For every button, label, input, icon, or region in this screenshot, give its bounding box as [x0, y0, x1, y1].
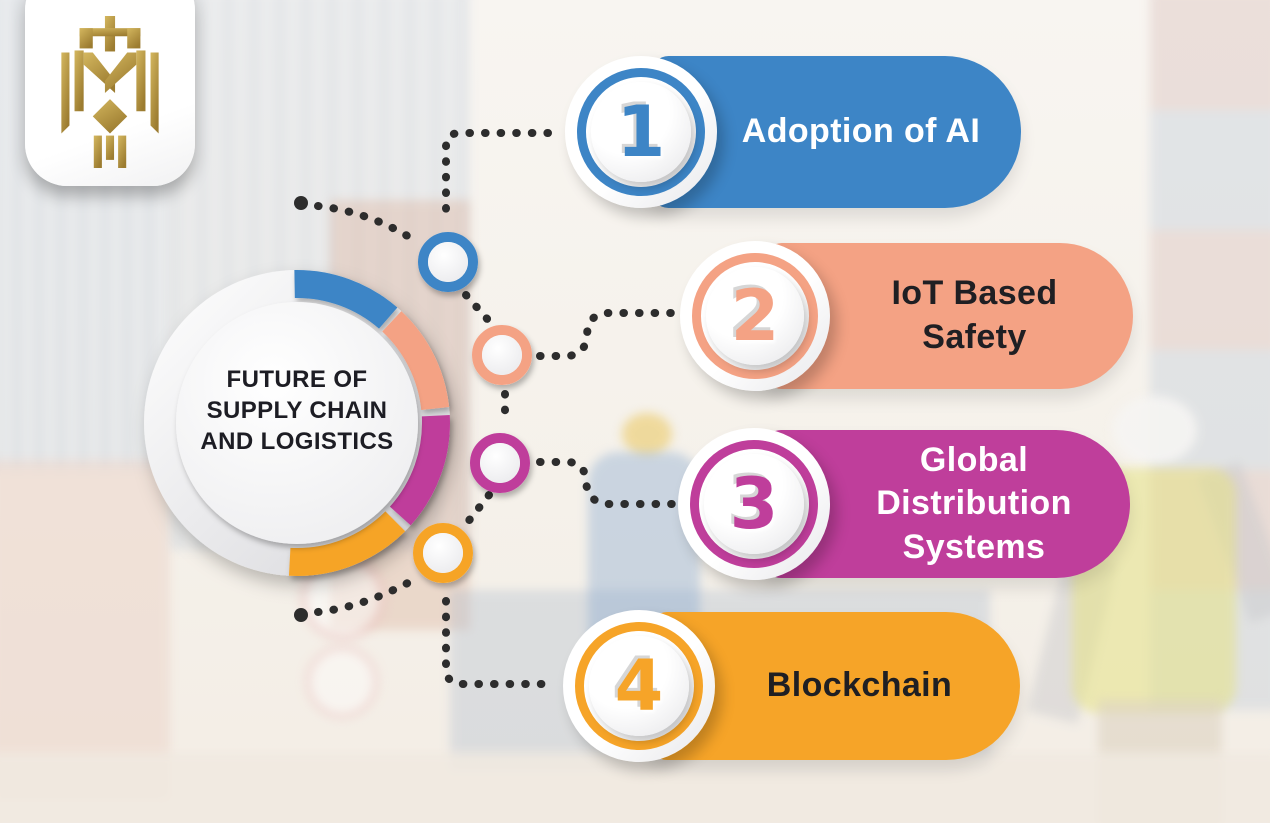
hub-arc-2 [381, 311, 450, 411]
connector-item3 [536, 458, 676, 508]
dotted-connectors [314, 129, 676, 688]
hub-title: FUTURE OF SUPPLY CHAIN AND LOGISTICS [177, 364, 417, 457]
item-number: 3 [729, 463, 779, 545]
node-ring-1 [418, 232, 478, 292]
gold-lion-crest-logo-icon [61, 16, 159, 168]
badge-ring-1 [577, 68, 705, 196]
connector-item2 [536, 309, 676, 360]
connector-node3-node4 [463, 491, 493, 527]
badge-inner-4: 4 [589, 636, 689, 736]
connector-hub-to-node4 [314, 574, 421, 616]
node-ring-2 [472, 325, 532, 385]
connector-item4 [442, 597, 554, 688]
badge-inner-3: 3 [704, 454, 804, 554]
item-number: 1 [616, 91, 666, 173]
item-label: Adoption of AI [741, 112, 981, 151]
anchor-dot-bottom [294, 608, 308, 622]
node-rings [413, 232, 532, 583]
number-badge-1: 1 [565, 56, 717, 208]
bg-ground [0, 752, 1270, 823]
hub-title-line3: AND LOGISTICS [200, 428, 394, 455]
bg-worker2-hardhat [1113, 396, 1197, 464]
connector-hub-to-node1 [314, 202, 418, 244]
hub-circle [144, 270, 450, 576]
hub-arc-4 [288, 511, 406, 576]
item-row-2: 2 IoT Based Safety [680, 241, 1133, 391]
brand-logo-card [25, 0, 195, 186]
item-row-3: 3 Global Distribution Systems [678, 428, 1130, 580]
anchor-dot-top [294, 196, 308, 210]
hub-title-line1: FUTURE OF [226, 366, 368, 393]
bg-road-sign [305, 645, 379, 719]
hub-donut-arcs [288, 270, 450, 576]
item-row-4: 4 Blockchain [563, 610, 1020, 762]
connector-item1 [442, 129, 552, 222]
badge-inner-2: 2 [706, 267, 804, 365]
item-label: IoT Based Safety [891, 274, 1058, 356]
item-label: Blockchain [766, 666, 953, 705]
number-badge-2: 2 [680, 241, 830, 391]
badge-ring-4 [575, 622, 703, 750]
item-number: 2 [730, 275, 780, 357]
hub-arc-3 [389, 414, 450, 526]
item-row-1: 1 Adoption of AI [565, 54, 1021, 210]
hub-title-line2: SUPPLY CHAIN [206, 397, 388, 424]
item-label: Global Distribution Systems [876, 440, 1072, 566]
number-badge-3: 3 [678, 428, 830, 580]
node-ring-3 [470, 433, 530, 493]
node-ring-4 [413, 523, 473, 583]
item-number: 4 [614, 645, 664, 727]
badge-ring-2 [692, 253, 818, 379]
connector-node1-node2 [462, 291, 493, 325]
badge-ring-3 [690, 440, 818, 568]
hub-arc-1 [294, 270, 398, 329]
badge-inner-1: 1 [591, 82, 691, 182]
bg-containers-left-bottom [0, 460, 170, 800]
bg-worker-hardhat [622, 413, 672, 455]
number-badge-4: 4 [563, 610, 715, 762]
